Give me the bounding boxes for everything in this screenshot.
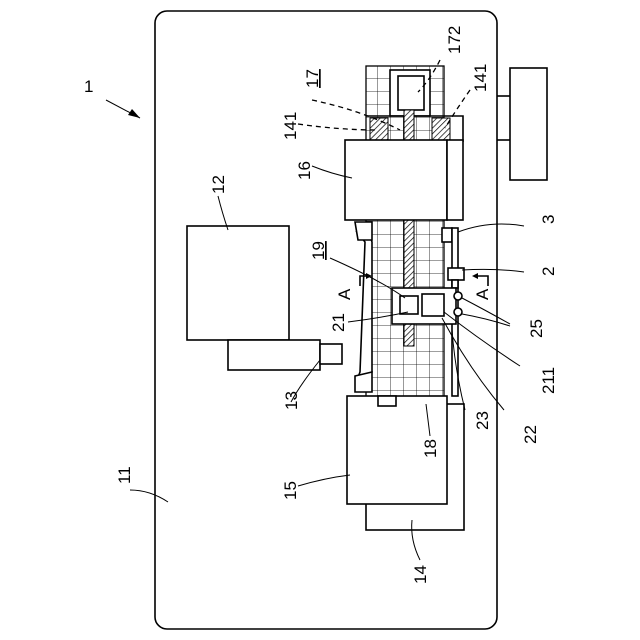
section-arrow-right bbox=[478, 276, 488, 286]
part-211 bbox=[422, 294, 444, 316]
external-unit bbox=[510, 68, 547, 180]
label-141-left: 141 bbox=[281, 112, 300, 140]
spindle bbox=[357, 232, 372, 380]
component-12 bbox=[187, 226, 289, 340]
roller-25-bottom bbox=[454, 308, 462, 316]
label-A-right: A bbox=[473, 288, 492, 300]
label-1: 1 bbox=[84, 77, 93, 96]
label-172: 172 bbox=[445, 26, 464, 54]
label-22: 22 bbox=[521, 425, 540, 444]
component-16-side bbox=[447, 140, 463, 220]
component-16 bbox=[345, 140, 447, 220]
label-211: 211 bbox=[539, 367, 558, 394]
component-13 bbox=[228, 340, 320, 370]
roller-25-top bbox=[454, 292, 462, 300]
label-21: 21 bbox=[329, 313, 348, 332]
label-14: 14 bbox=[411, 565, 430, 584]
spindle-bottom-cap bbox=[355, 372, 372, 392]
component-15-step bbox=[378, 396, 396, 406]
part-141-right bbox=[432, 118, 450, 142]
lead-screw bbox=[404, 218, 414, 346]
component-2 bbox=[448, 268, 464, 280]
label-15: 15 bbox=[281, 481, 300, 500]
label-13: 13 bbox=[282, 391, 301, 410]
label-19: 19 bbox=[309, 241, 328, 260]
label-25: 25 bbox=[527, 319, 546, 338]
component-13-knob bbox=[320, 344, 342, 364]
label-16: 16 bbox=[295, 161, 314, 180]
part-21 bbox=[400, 296, 418, 314]
label-3: 3 bbox=[539, 215, 558, 224]
label-2: 2 bbox=[539, 267, 558, 276]
label-17: 17 bbox=[303, 69, 322, 88]
label-18: 18 bbox=[421, 439, 440, 458]
spindle-top-cap bbox=[355, 222, 372, 240]
label-A-left: A bbox=[335, 288, 354, 300]
section-arrow-right-head bbox=[472, 273, 478, 279]
label-11: 11 bbox=[115, 466, 134, 484]
component-2-post bbox=[452, 280, 458, 288]
component-3 bbox=[442, 228, 452, 242]
label-12: 12 bbox=[209, 175, 228, 194]
label-23: 23 bbox=[473, 411, 492, 430]
label-141-right: 141 bbox=[471, 64, 490, 92]
